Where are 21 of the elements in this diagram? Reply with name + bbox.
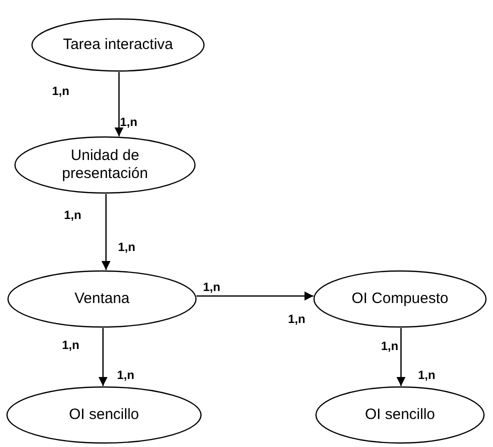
arrow xyxy=(196,292,314,300)
node-label: Ventana xyxy=(74,290,130,308)
node-label: OI sencillo xyxy=(68,406,140,424)
arrow xyxy=(114,72,124,136)
node-label: OI sencillo xyxy=(364,406,436,424)
node-label: OI Compuesto xyxy=(352,290,448,308)
cardinality-label: 1,n xyxy=(120,115,138,129)
cardinality-label: 1,n xyxy=(381,339,398,353)
cardinality-label: 1,n xyxy=(203,280,220,294)
cardinality-label: 1,n xyxy=(418,368,436,382)
cardinality-label: 1,n xyxy=(117,368,134,382)
arrow xyxy=(396,328,406,386)
node-label: Tarea interactiva xyxy=(62,36,174,54)
cardinality-label: 1,n xyxy=(118,240,136,254)
arrow xyxy=(102,194,110,270)
node-label: Unidad de presentación xyxy=(61,147,149,183)
arrow xyxy=(98,328,108,386)
cardinality-label: 1,n xyxy=(52,84,70,98)
cardinality-label: 1,n xyxy=(64,208,82,222)
cardinality-label: 1,n xyxy=(288,312,306,326)
cardinality-label: 1,n xyxy=(62,338,80,352)
